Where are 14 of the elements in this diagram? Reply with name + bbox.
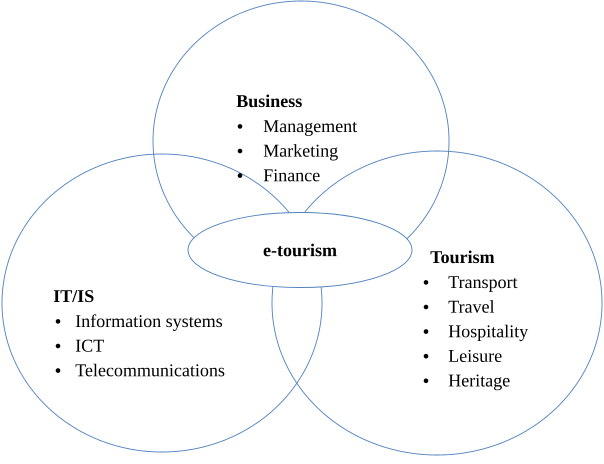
heading: Tourism [430,250,494,264]
list-item: Information systems [76,314,222,331]
list-item: ICT [76,340,104,352]
list-item: Leisure [448,350,502,362]
list-item: Management [264,120,358,136]
heading: IT/IS [54,290,94,302]
list-item: Heritage [448,374,510,390]
list-item: Marketing [264,144,338,160]
list-item: Transport [448,276,518,292]
heading: Business [236,94,302,108]
list-item: Finance [264,169,320,182]
list-item: Hospitality [448,324,528,342]
list-item: Telecommunications [76,364,224,376]
list-item: Travel [448,300,494,313]
